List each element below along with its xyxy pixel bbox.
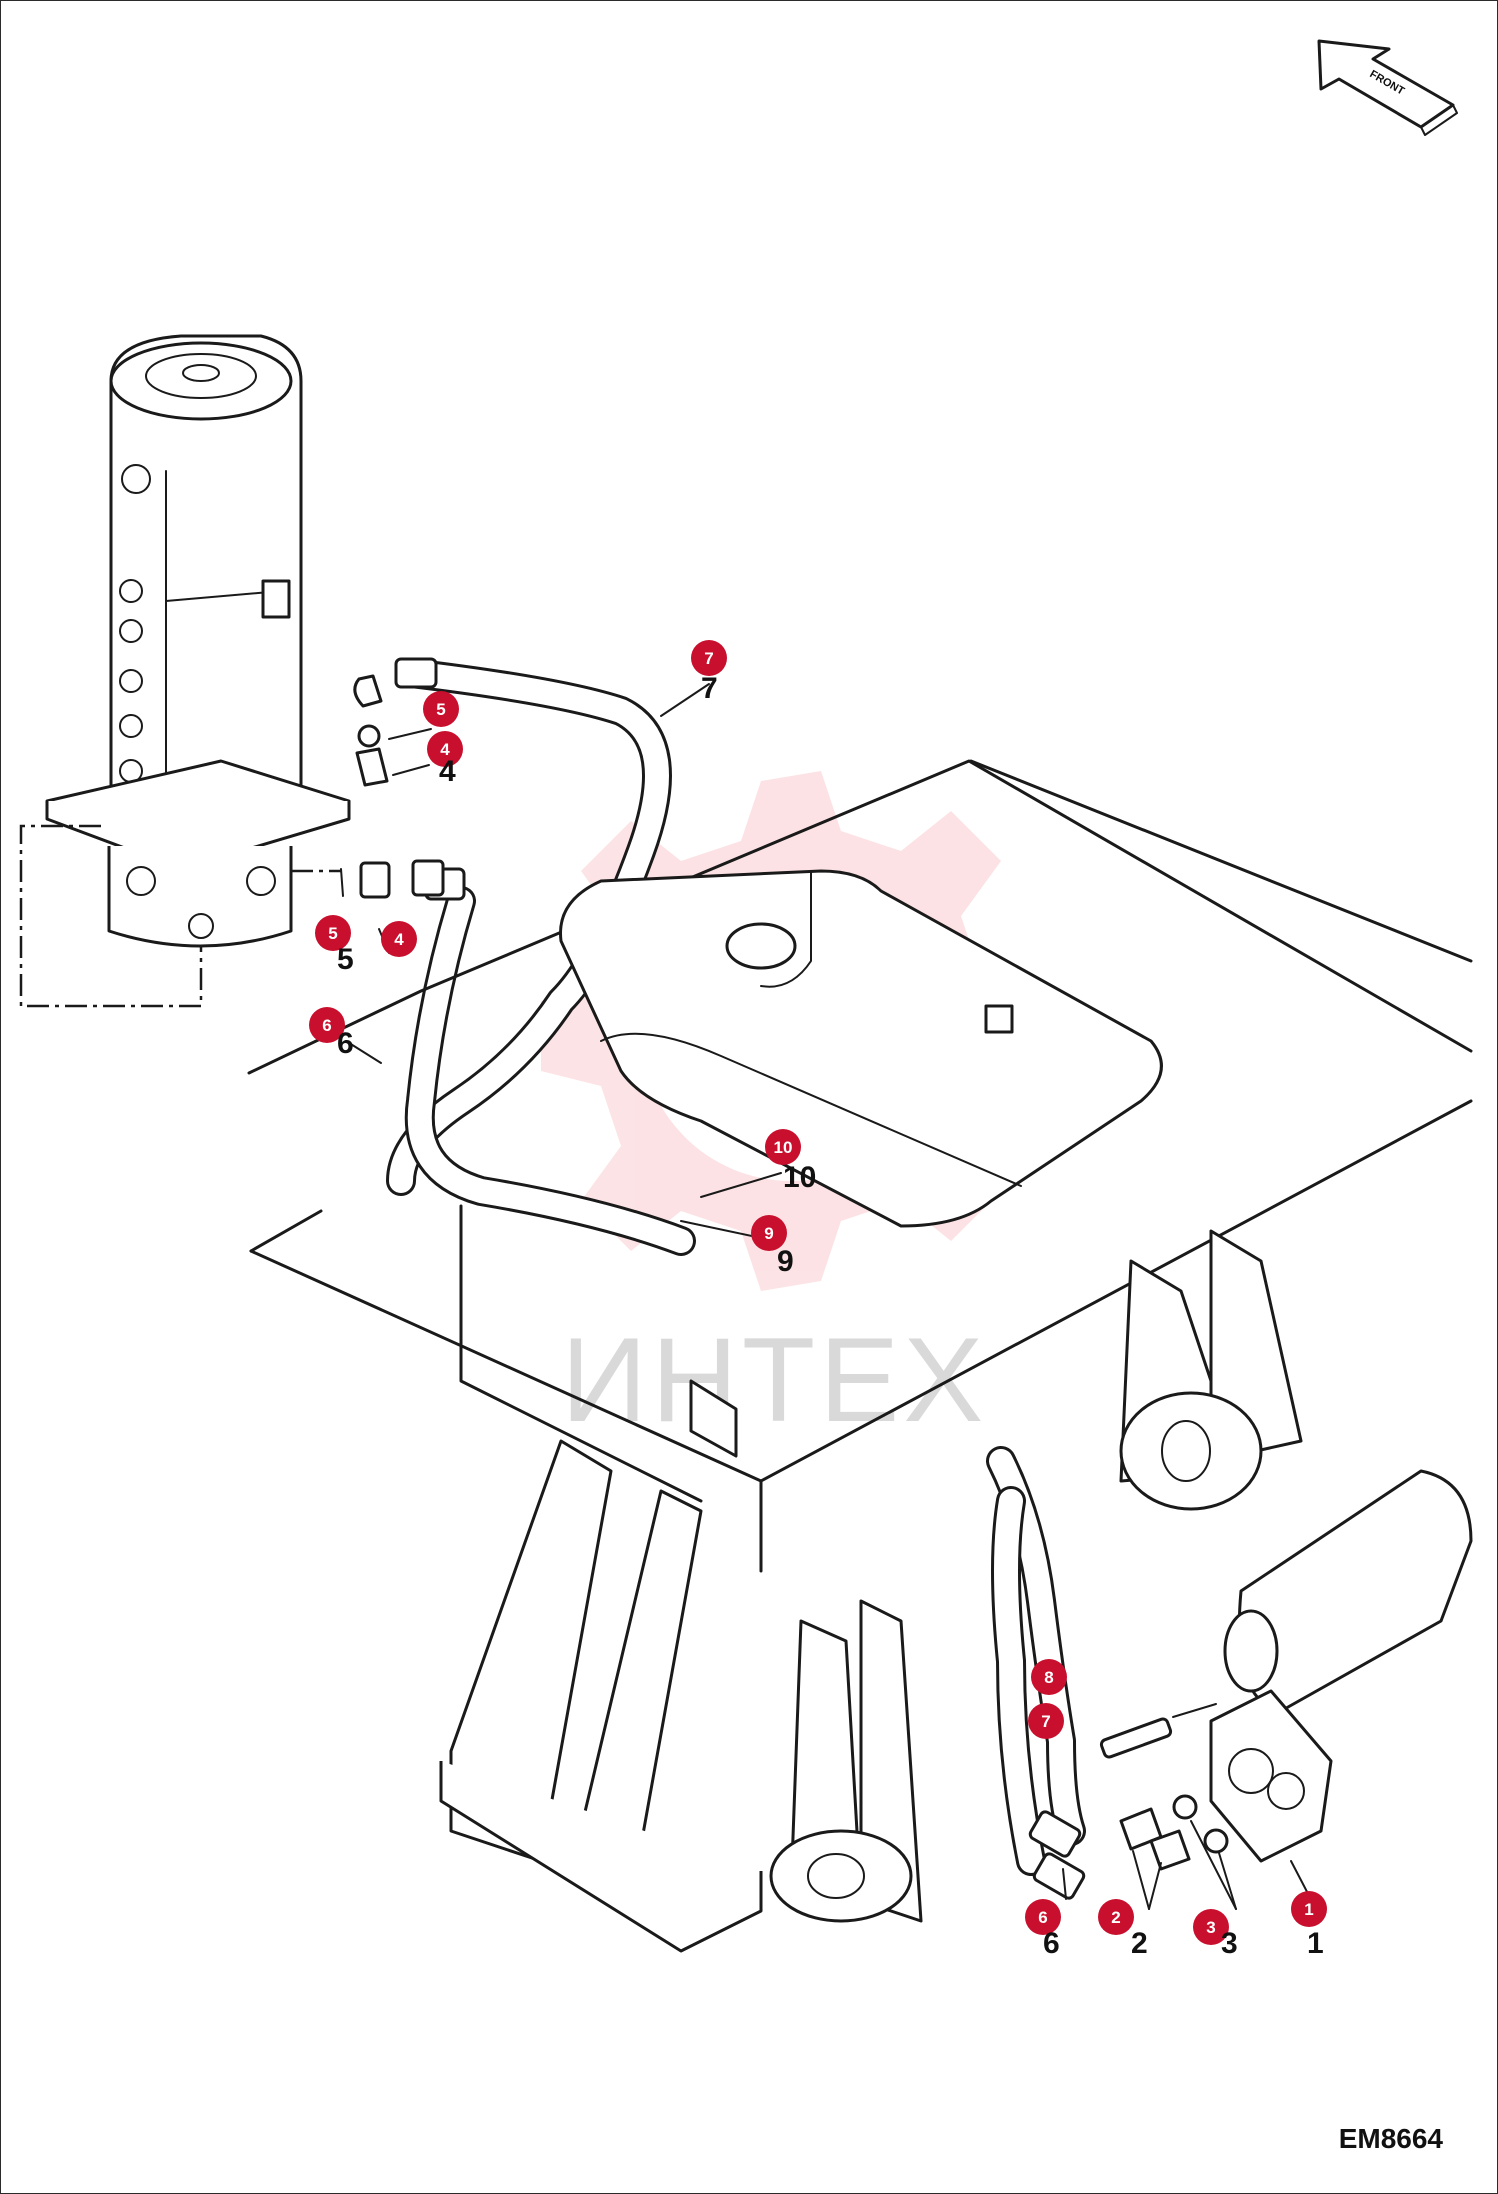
lower-hoses [986,1446,1086,1900]
callout-label: 6 [322,1016,331,1035]
fittings-lower [1099,1703,1229,1871]
callout-2[interactable]: 2 [1098,1899,1134,1935]
callout-label: 6 [1038,1908,1047,1927]
callout-marker [381,921,417,957]
callout-marker [691,640,727,676]
part-number-9: 9 [777,1245,794,1278]
callout-marker [423,691,459,727]
callout-label: 4 [394,930,404,949]
callout-marker [1028,1703,1064,1739]
callout-label: 7 [1041,1712,1050,1731]
callout-marker [1193,1909,1229,1945]
fittings-upper [340,674,445,899]
callout-5-top[interactable]: 5 [423,691,459,727]
part-number-6-mid: 6 [337,1027,354,1060]
part-number-3: 3 [1221,1927,1238,1960]
lower-frame-legs [439,1229,1473,1953]
callout-marker [751,1215,787,1251]
callout-label: 8 [1044,1668,1053,1687]
upper-frame-deck [247,759,1473,1573]
swivel-joint [45,334,351,948]
callout-1[interactable]: 1 [1291,1891,1327,1927]
front-direction-arrow: FRONT [1317,39,1458,136]
callout-label: 2 [1111,1908,1120,1927]
callout-7-top[interactable]: 7 [691,640,727,676]
part-number-1: 1 [1307,1927,1324,1960]
part-number-6-low: 6 [1043,1927,1060,1960]
callout-label: 9 [764,1224,773,1243]
part-number-2: 2 [1131,1927,1148,1960]
callout-label: 1 [1304,1900,1313,1919]
travel-motor-block [1209,1689,1333,1863]
callout-3[interactable]: 3 [1193,1909,1229,1945]
part-number-7-top: 7 [701,672,718,705]
callout-marker [1291,1891,1327,1927]
callout-marker [315,915,351,951]
callout-marker [427,731,463,767]
callout-label: 5 [436,700,445,719]
callout-marker [1098,1899,1134,1935]
reference-outline [19,824,341,1008]
callout-label: 7 [704,649,713,668]
part-number-10: 10 [783,1161,816,1194]
callout-5-mid[interactable]: 5 [315,915,351,951]
callout-marker [1031,1659,1067,1695]
callout-7-low[interactable]: 7 [1028,1703,1064,1739]
callout-label: 5 [328,924,337,943]
watermark-text: ИНТЕХ [561,1313,987,1447]
callout-9[interactable]: 9 [751,1215,787,1251]
callout-6-mid[interactable]: 6 [309,1007,345,1043]
drawing-code: EM8664 [1338,2123,1443,2154]
callout-marker [1025,1899,1061,1935]
callout-6-low[interactable]: 6 [1025,1899,1061,1935]
callout-label: 3 [1206,1918,1215,1937]
callout-label: 4 [440,740,450,759]
callout-8[interactable]: 8 [1031,1659,1067,1695]
callout-marker [765,1129,801,1165]
callout-marker [309,1007,345,1043]
part-number-4-top: 4 [439,755,456,788]
callout-4-top[interactable]: 4 [427,731,463,767]
part-number-5-mid: 5 [337,943,354,976]
callout-10[interactable]: 10 [765,1129,801,1165]
callout-label: 10 [774,1138,793,1157]
callout-4-mid[interactable]: 4 [381,921,417,957]
